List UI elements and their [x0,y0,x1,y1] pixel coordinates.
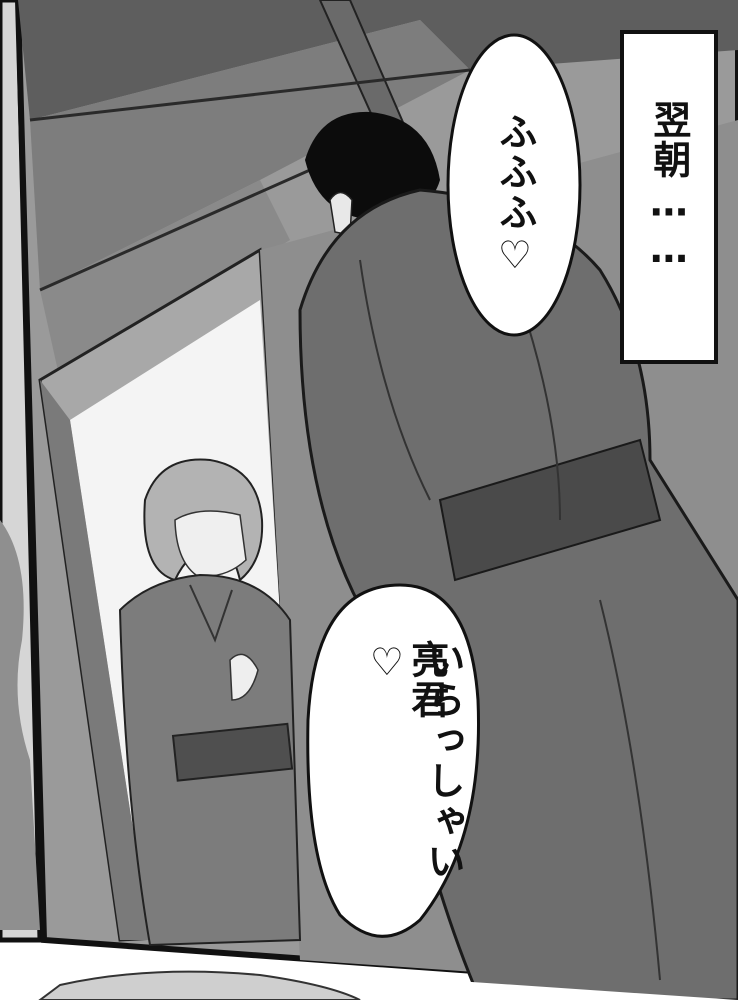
bubble-2-line-2: 亮君♡ [364,640,449,721]
bubble-2-line-1: いらっしゃい [420,640,465,882]
bottom-panel-sliver [0,950,738,1000]
woman-figure [118,458,302,947]
caption-box [620,30,718,364]
bubble-1-text: ふふふ♡ [492,112,537,280]
speech-bubble-1 [446,33,582,337]
caption-text: 翌朝…… [646,100,691,274]
left-panel-sliver [0,0,43,943]
man-figure [298,111,738,1000]
speech-bubble-2 [306,583,480,938]
